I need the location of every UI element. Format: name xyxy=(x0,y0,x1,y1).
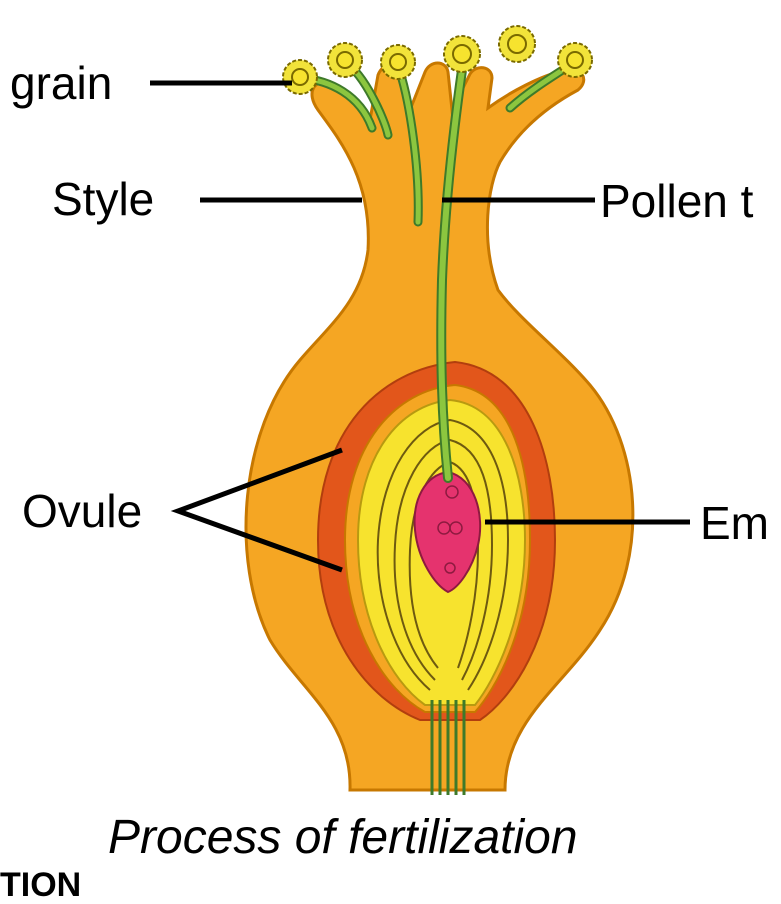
pollen-grains xyxy=(282,25,593,95)
pollen-grain xyxy=(557,42,593,78)
embryo-sac-label: Em xyxy=(700,497,769,549)
pollen-grain xyxy=(282,59,318,95)
embryo-sac-nuclei xyxy=(437,485,463,574)
pollen-grain xyxy=(498,25,536,63)
ovule-leader xyxy=(170,447,343,573)
pollen-tube-label: Pollen t xyxy=(600,175,754,227)
pollen-grain xyxy=(380,44,416,80)
stalk-fibres xyxy=(430,700,466,795)
fertilization-diagram xyxy=(150,25,690,795)
pollen-grain-label: grain xyxy=(10,57,113,109)
diagram-caption: Process of fertilization xyxy=(108,811,578,864)
style-label: Style xyxy=(52,173,155,225)
cut-off-heading: TION xyxy=(0,866,82,904)
leader-lines xyxy=(150,80,690,573)
embryo-sac xyxy=(413,470,482,594)
ovule-label: Ovule xyxy=(22,485,143,537)
pollen-grain xyxy=(327,42,363,78)
pollen-grain xyxy=(443,35,481,73)
